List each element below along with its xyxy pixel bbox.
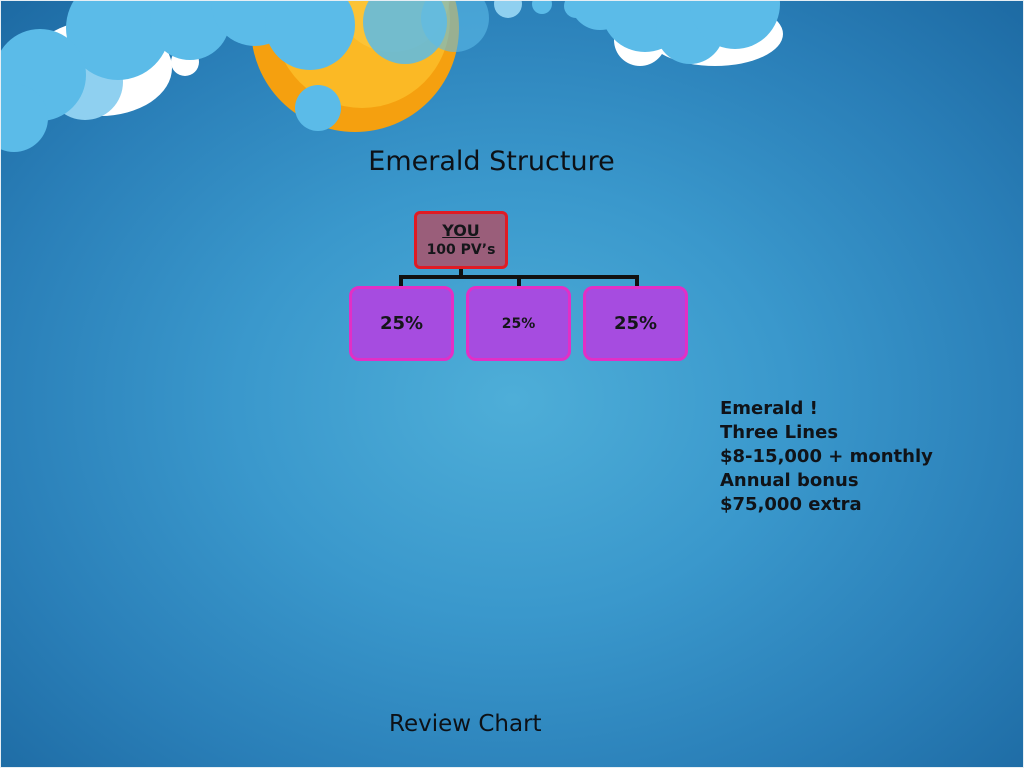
- child-node-1: 25%: [349, 286, 454, 361]
- note-line: Annual bonus: [720, 470, 859, 491]
- slide-title: Emerald Structure: [368, 146, 615, 177]
- sky-illustration: [0, 0, 783, 152]
- cloud-right-icon: [494, 0, 783, 66]
- note-line: Emerald !: [720, 398, 818, 419]
- child-node-2: 25%: [466, 286, 571, 361]
- review-chart-label: Review Chart: [389, 711, 542, 737]
- note-line: $8-15,000 + monthly: [720, 446, 933, 467]
- note-line: $75,000 extra: [720, 494, 862, 515]
- emerald-note: Emerald ! Three Lines $8-15,000 + monthl…: [720, 397, 933, 517]
- note-line: Three Lines: [720, 422, 839, 443]
- child-node-3: 25%: [583, 286, 688, 361]
- you-node: YOU 100 PV’s: [414, 211, 508, 269]
- pv-label: 100 PV’s: [426, 242, 496, 258]
- you-label: YOU: [442, 221, 480, 240]
- cloud-left-icon: [0, 0, 489, 152]
